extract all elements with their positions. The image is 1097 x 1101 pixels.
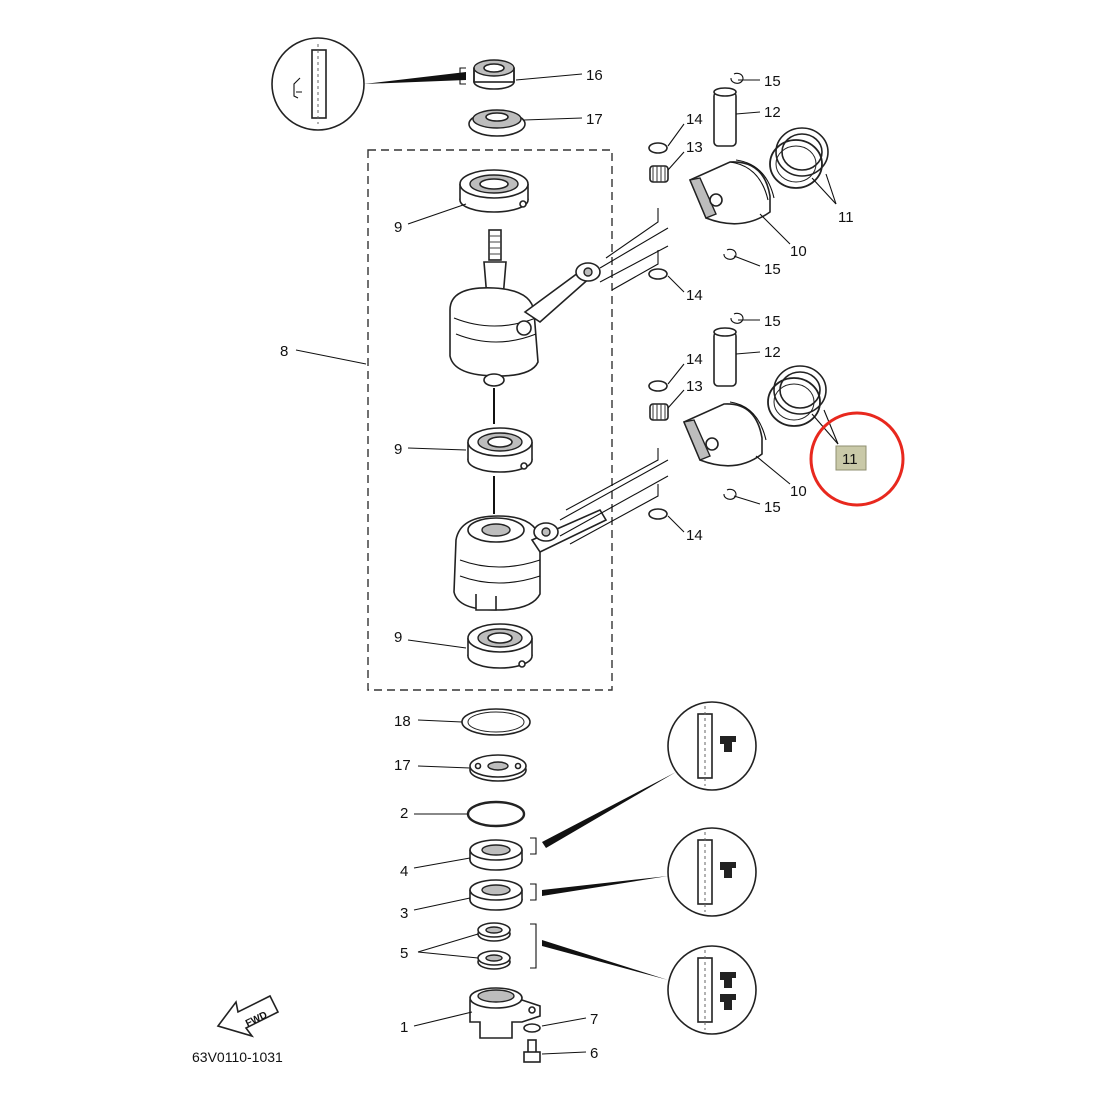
callout-1: 1 xyxy=(400,1019,408,1036)
highlight-circle xyxy=(809,411,905,507)
part-2-o-ring xyxy=(466,800,526,828)
callout-12-b: 12 xyxy=(764,344,781,361)
part-9-bearing-upper xyxy=(459,169,529,213)
callout-14-d: 14 xyxy=(686,527,703,544)
crankshaft-upper-half xyxy=(449,229,539,387)
part-16-oil-seal xyxy=(473,59,515,90)
drawing-code: 63V0110-1031 xyxy=(192,1049,283,1065)
part-9-bearing-lower xyxy=(467,623,533,669)
part-5-oil-seals xyxy=(477,922,511,970)
callout-12-a: 12 xyxy=(764,104,781,121)
seal-detail-lower-3 xyxy=(530,923,757,1035)
piston-assembly-upper xyxy=(648,72,829,280)
callout-9-lower: 9 xyxy=(394,629,402,646)
callout-10-b: 10 xyxy=(790,483,807,500)
part-1-housing xyxy=(469,987,541,1039)
callout-15-b: 15 xyxy=(764,261,781,278)
seal-detail-lower-1 xyxy=(530,701,757,855)
callout-13-a: 13 xyxy=(686,139,703,156)
callout-17-lower: 17 xyxy=(394,757,411,774)
callout-14-a: 14 xyxy=(686,111,703,128)
callout-7: 7 xyxy=(590,1011,598,1028)
part-4-oil-seal xyxy=(469,839,523,871)
callout-18: 18 xyxy=(394,713,411,730)
connecting-rod-lower xyxy=(530,448,669,554)
seal-detail-top xyxy=(271,37,466,131)
part-6-bolt xyxy=(523,1039,541,1063)
callout-3: 3 xyxy=(400,905,408,922)
crankshaft-lower-half xyxy=(453,515,541,611)
piston-assembly-lower xyxy=(648,312,827,520)
callout-8: 8 xyxy=(280,343,288,360)
crankshaft-assembly-box xyxy=(367,149,613,691)
callout-6: 6 xyxy=(590,1045,598,1062)
callout-17-top: 17 xyxy=(586,111,603,128)
part-17-lower-housing xyxy=(469,754,527,782)
part-18-gasket xyxy=(461,708,531,736)
callout-16: 16 xyxy=(586,67,603,84)
callout-15-a: 15 xyxy=(764,73,781,90)
callout-2: 2 xyxy=(400,805,408,822)
callout-11-a: 11 xyxy=(838,209,854,226)
callout-14-c: 14 xyxy=(686,351,703,368)
callout-11-b: 11 xyxy=(842,451,858,468)
part-7-washer xyxy=(523,1023,541,1033)
callout-9-middle: 9 xyxy=(394,441,402,458)
callout-9-upper: 9 xyxy=(394,219,402,236)
part-9-bearing-middle xyxy=(467,427,533,473)
callout-13-b: 13 xyxy=(686,378,703,395)
callout-5: 5 xyxy=(400,945,408,962)
fwd-arrow-icon: FWD xyxy=(216,994,280,1038)
callout-15-d: 15 xyxy=(764,499,781,516)
callout-11-b-box xyxy=(835,445,867,471)
callout-10-a: 10 xyxy=(790,243,807,260)
callout-4: 4 xyxy=(400,863,408,880)
connecting-rod-upper xyxy=(523,208,669,324)
callout-15-c: 15 xyxy=(764,313,781,330)
callout-14-b: 14 xyxy=(686,287,703,304)
seal-detail-lower-2 xyxy=(530,827,757,917)
part-17-top-housing xyxy=(468,109,526,137)
part-3-oil-seal xyxy=(469,879,523,911)
